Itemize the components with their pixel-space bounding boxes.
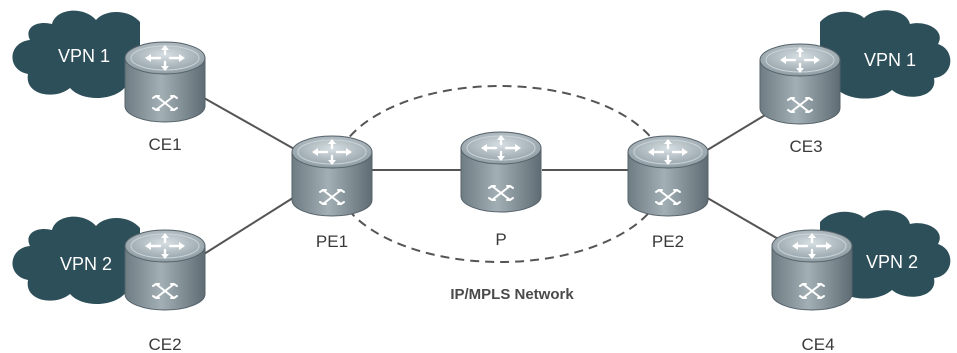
link-ce2-pe1 <box>203 195 297 255</box>
vpn2-right-label: VPN 2 <box>866 252 918 272</box>
pe1-label: PE1 <box>316 232 348 251</box>
router-ce3-icon <box>758 42 842 126</box>
ce4-label: CE4 <box>801 335 834 353</box>
vpn1-left-cloud: VPN 1 <box>12 10 140 99</box>
router-p-icon <box>459 130 543 214</box>
ce2-label: CE2 <box>148 335 181 353</box>
network-label: IP/MPLS Network <box>450 286 574 303</box>
vpn1-right-cloud: VPN 1 <box>820 10 951 99</box>
p-label: P <box>495 230 506 249</box>
router-ce2-icon <box>123 228 207 312</box>
vpn2-left-label: VPN 2 <box>60 254 112 274</box>
vpn1-left-label: VPN 1 <box>58 46 110 66</box>
ce3-label: CE3 <box>789 137 822 156</box>
link-pe2-ce4 <box>703 195 781 241</box>
router-pe1-icon <box>290 134 374 218</box>
router-ce1-icon <box>123 40 207 124</box>
vpn2-left-cloud: VPN 2 <box>12 216 140 305</box>
ce1-label: CE1 <box>148 135 181 154</box>
pe2-label: PE2 <box>652 232 684 251</box>
router-ce4-icon <box>770 228 854 312</box>
link-ce1-pe1 <box>203 97 297 151</box>
vpn1-right-label: VPN 1 <box>864 50 916 70</box>
router-pe2-icon <box>626 134 710 218</box>
vpn2-right-cloud: VPN 2 <box>820 210 951 299</box>
